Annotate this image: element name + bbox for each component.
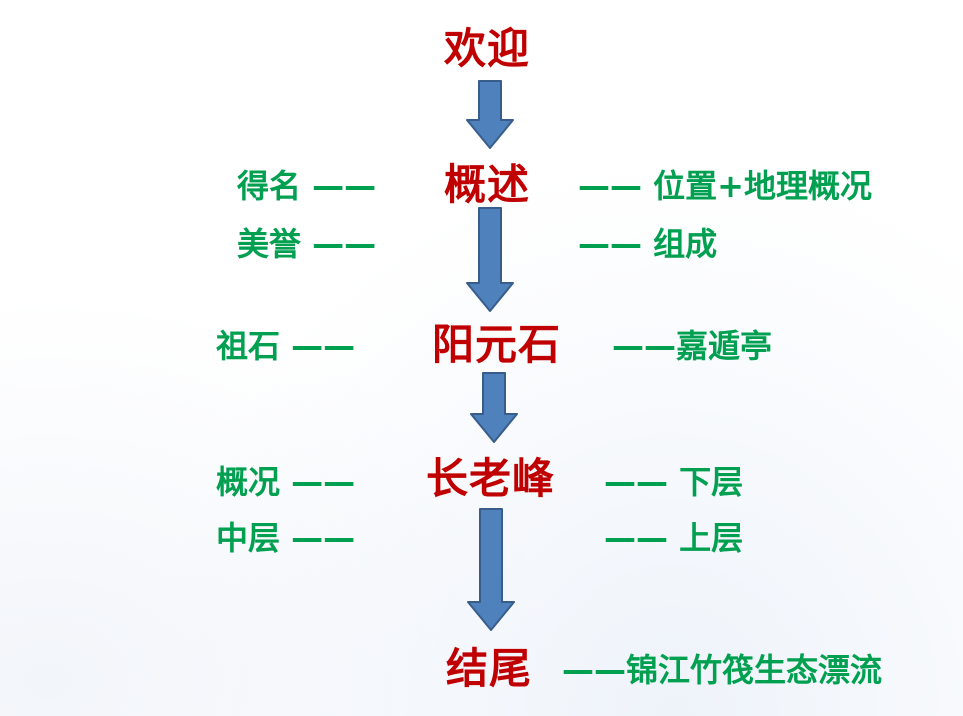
- arrow-welcome-to-overview: [466, 80, 514, 149]
- node-yangyuanshi: 阳元石: [432, 320, 562, 369]
- branch-changlaofeng-left-1: 概况 ——: [216, 463, 356, 501]
- branch-overview-right-1: —— 位置+地理概况: [578, 167, 872, 205]
- branch-ending-right: ——锦江竹筏生态漂流: [562, 651, 883, 689]
- node-ending: 结尾: [446, 644, 533, 693]
- branch-yangyuanshi-right: ——嘉遁亭: [612, 327, 773, 365]
- branch-yangyuanshi-left: 祖石 ——: [216, 327, 356, 365]
- branch-changlaofeng-left-2: 中层 ——: [216, 519, 356, 557]
- node-changlaofeng: 长老峰: [426, 454, 556, 503]
- branch-overview-left-1: 得名 ——: [237, 167, 377, 205]
- branch-overview-right-2: —— 组成: [578, 225, 718, 263]
- arrow-overview-to-yangyuanshi: [466, 207, 514, 312]
- branch-overview-left-2: 美誉 ——: [237, 225, 377, 263]
- node-overview: 概述: [444, 160, 531, 209]
- arrow-changlaofeng-to-ending: [467, 508, 515, 631]
- arrow-yangyuanshi-to-changlaofeng: [470, 372, 518, 443]
- branch-changlaofeng-right-1: —— 下层: [604, 463, 744, 501]
- branch-changlaofeng-right-2: —— 上层: [604, 519, 744, 557]
- node-welcome: 欢迎: [444, 24, 531, 73]
